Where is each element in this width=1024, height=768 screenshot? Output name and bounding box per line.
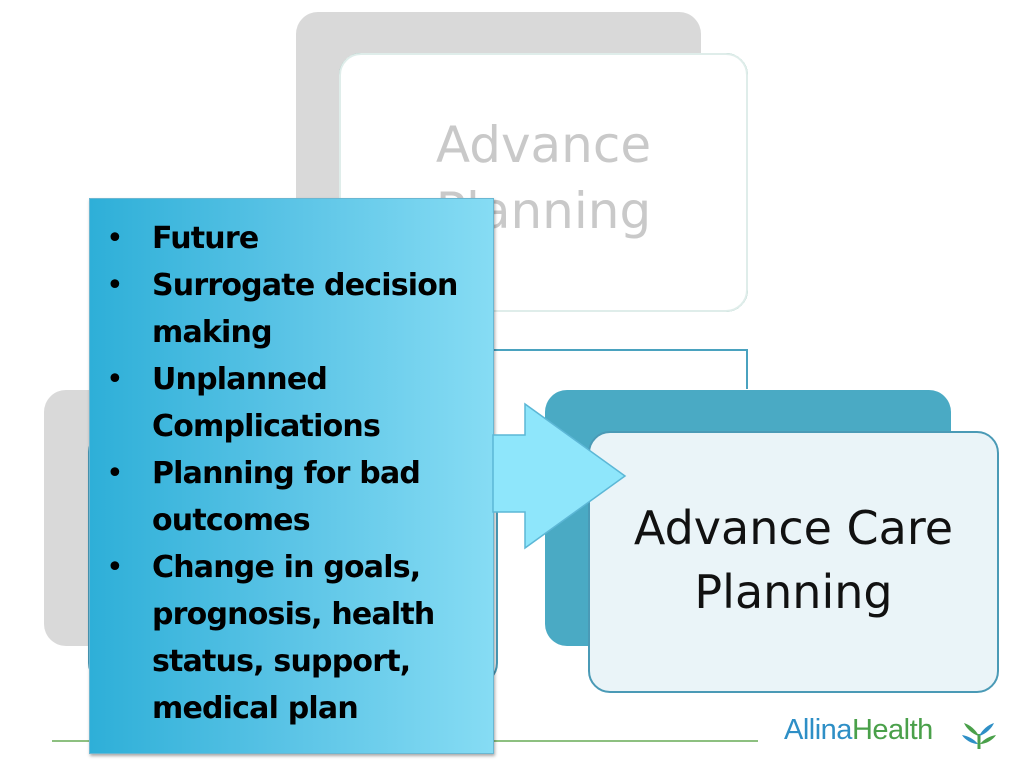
logo-brand-primary: Allina: [784, 714, 852, 746]
bullet-item: Future: [104, 215, 483, 262]
advance-care-planning-label: Advance Care Planning: [633, 501, 954, 619]
logo-wordmark: AllinaHealth: [784, 710, 1004, 750]
bullet-list-box: Future Surrogate decision making Unplann…: [89, 198, 494, 754]
logo-leaf-icon: [962, 723, 996, 749]
allina-health-logo: AllinaHealth: [784, 710, 1004, 750]
bullet-item: Surrogate decision making: [104, 262, 483, 356]
logo-brand-secondary: Health: [851, 714, 933, 746]
bullet-item: Change in goals, prognosis, health statu…: [104, 544, 483, 732]
connector-line-horizontal: [492, 349, 748, 351]
right-arrow-icon: [492, 402, 627, 550]
connector-line-vertical-right: [746, 349, 748, 389]
bullet-item: Unplanned Complications: [104, 356, 483, 450]
advance-care-planning-card: [588, 431, 999, 693]
bullet-item: Planning for bad outcomes: [104, 450, 483, 544]
bullet-list: Future Surrogate decision making Unplann…: [104, 215, 483, 732]
